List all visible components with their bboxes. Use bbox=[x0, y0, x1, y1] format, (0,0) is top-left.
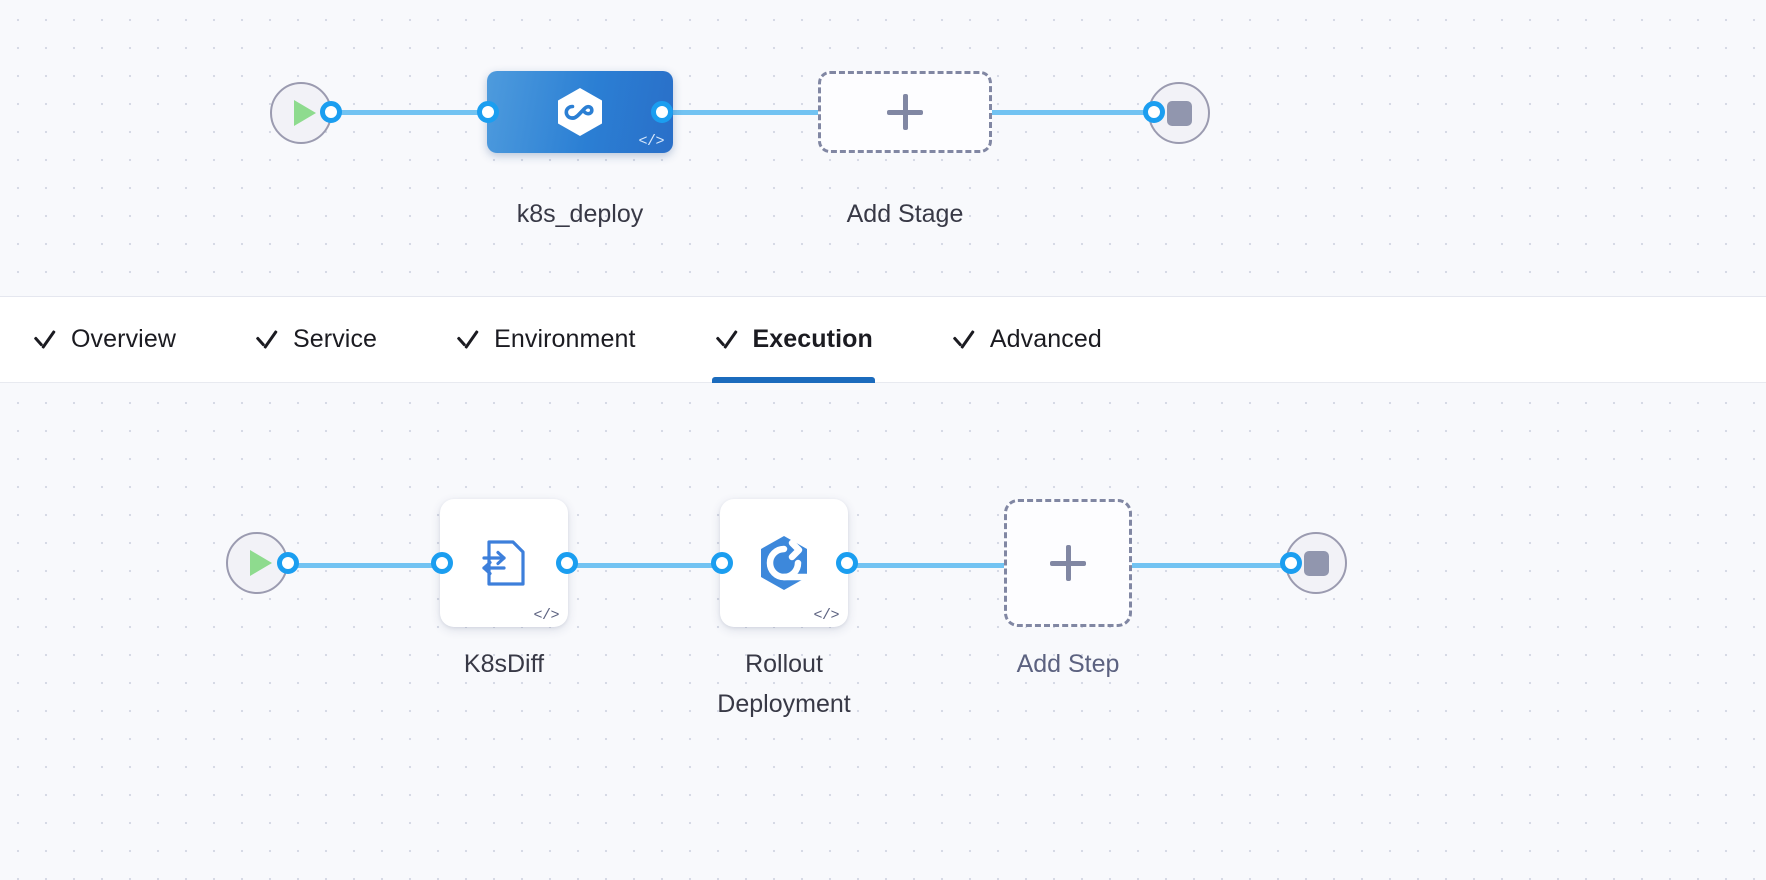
add-step-button[interactable] bbox=[1004, 499, 1132, 627]
tab-service[interactable]: Service bbox=[252, 297, 395, 382]
tab-execution-label: Execution bbox=[752, 325, 873, 353]
stage-pipeline-canvas[interactable]: </> k8s_deploy Add Stage bbox=[0, 0, 1766, 297]
edge-k8sdiff-to-rollout bbox=[565, 563, 730, 568]
port-rollout-in[interactable] bbox=[711, 552, 733, 574]
check-icon bbox=[951, 327, 977, 353]
stop-icon bbox=[1166, 100, 1192, 126]
port-end-in[interactable] bbox=[1143, 101, 1165, 123]
step-node-rollout-deployment[interactable]: </> bbox=[720, 499, 848, 627]
port-k8sdiff-out[interactable] bbox=[556, 552, 578, 574]
add-stage-button[interactable] bbox=[818, 71, 992, 153]
port-k8s-deploy-out[interactable] bbox=[651, 101, 673, 123]
play-icon bbox=[249, 550, 272, 576]
tab-advanced[interactable]: Advanced bbox=[949, 297, 1120, 382]
add-stage-label: Add Stage bbox=[846, 200, 964, 228]
check-icon bbox=[254, 327, 280, 353]
step-node-label-rollout-deployment: Rollout Deployment bbox=[717, 650, 851, 718]
tab-environment[interactable]: Environment bbox=[453, 297, 653, 382]
port-start-out[interactable] bbox=[320, 101, 342, 123]
port-k8s-deploy-in[interactable] bbox=[477, 101, 499, 123]
stage-config-tabs: Overview Service Environment Execution A… bbox=[0, 297, 1766, 383]
edge-add-step-to-end bbox=[1126, 563, 1296, 568]
stop-icon bbox=[1303, 550, 1329, 576]
tab-advanced-label: Advanced bbox=[989, 325, 1102, 353]
rollout-deployment-hexagon-icon bbox=[761, 536, 811, 590]
edge-k8s-deploy-to-add-stage bbox=[660, 110, 830, 115]
stage-node-k8s-deploy[interactable]: </> bbox=[487, 71, 673, 153]
port-exec-end-in[interactable] bbox=[1280, 552, 1302, 574]
add-step-label: Add Step bbox=[1016, 650, 1120, 678]
step-node-label-k8sdiff: K8sDiff bbox=[463, 650, 545, 678]
stage-node-label-k8s-deploy: k8s_deploy bbox=[516, 200, 644, 228]
code-badge-icon[interactable]: </> bbox=[813, 607, 839, 624]
step-node-k8sdiff[interactable]: </> bbox=[440, 499, 568, 627]
code-badge-icon[interactable]: </> bbox=[533, 607, 559, 624]
harness-hexagon-infinity-icon bbox=[558, 88, 602, 136]
code-badge-icon[interactable]: </> bbox=[638, 133, 664, 150]
edge-start-to-k8s-deploy bbox=[330, 110, 490, 115]
edge-add-stage-to-end bbox=[985, 110, 1165, 115]
port-k8sdiff-in[interactable] bbox=[431, 552, 453, 574]
tab-overview[interactable]: Overview bbox=[30, 297, 194, 382]
check-icon bbox=[32, 327, 58, 353]
edge-start-to-k8sdiff bbox=[288, 563, 448, 568]
tab-overview-label: Overview bbox=[71, 325, 176, 353]
tab-service-label: Service bbox=[293, 325, 378, 353]
check-icon bbox=[714, 327, 740, 353]
k8s-diff-document-icon bbox=[482, 540, 525, 586]
plus-icon bbox=[885, 92, 925, 132]
tab-execution[interactable]: Execution bbox=[711, 297, 891, 383]
port-exec-start-out[interactable] bbox=[277, 552, 299, 574]
check-icon bbox=[455, 327, 481, 353]
play-icon bbox=[293, 100, 316, 126]
execution-steps-canvas[interactable]: </> K8sDiff </> Rollout Deployment Add S… bbox=[0, 383, 1766, 880]
edge-rollout-to-add-step bbox=[845, 563, 1013, 568]
port-rollout-out[interactable] bbox=[836, 552, 858, 574]
plus-icon bbox=[1048, 543, 1088, 583]
pipeline-end-node[interactable] bbox=[1148, 82, 1210, 144]
tab-environment-label: Environment bbox=[494, 325, 636, 353]
